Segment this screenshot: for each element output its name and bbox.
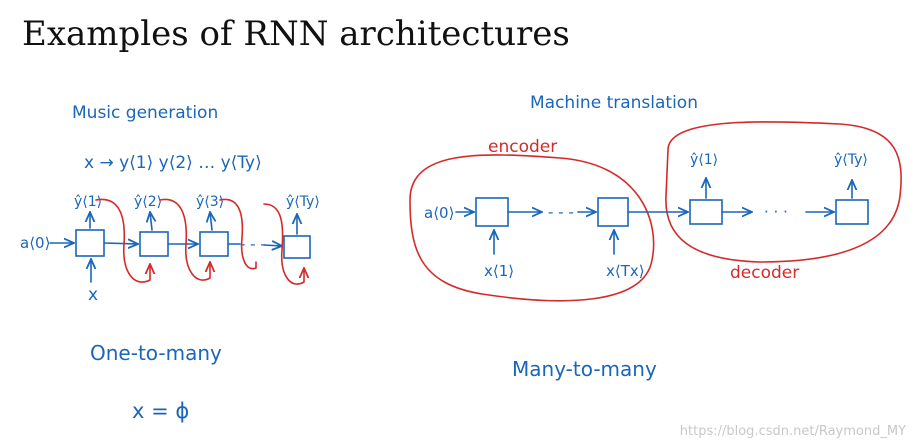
music-mapping-text: x → y⟨1⟩ y⟨2⟩ … y⟨Ty⟩ [84,153,262,173]
output-y2: ŷ⟨2⟩ [134,194,162,210]
watermark: https://blog.csdn.net/Raymond_MY [679,424,906,439]
decoder-output-y1: ŷ⟨1⟩ [690,152,718,168]
machine-translation-heading: Machine translation [530,93,698,113]
one-to-many-caption: One-to-many [90,341,222,365]
rnn-cell [75,229,105,257]
many-to-many-caption: Many-to-many [512,357,657,381]
left-input-x: x [88,285,98,305]
encoder-cell [597,197,629,227]
left-dots: - - - [240,235,266,253]
feedback-arrow [95,198,150,283]
feedback-arrow [263,203,304,285]
output-y1: ŷ⟨1⟩ [74,194,102,210]
output-y3: ŷ⟨3⟩ [196,194,224,210]
decoder-cell [835,199,869,225]
output-arrow [210,212,212,231]
decoder-output-yTy: ŷ⟨Ty⟩ [834,152,868,168]
right-a0-label: a⟨0⟩ [424,204,454,222]
feedback-arrow [159,198,210,281]
rnn-cell [199,231,229,257]
recurrent-arrow [263,245,282,246]
feedback-arrow [219,198,257,270]
left-a0-label: a⟨0⟩ [20,234,50,252]
rnn-cell [283,235,311,259]
input-xTx: x⟨Tx⟩ [606,262,645,280]
recurrent-arrow [103,243,138,244]
encoder-label: encoder [488,137,557,157]
encoder-dots: - - - [548,203,574,221]
decoder-dots: · · · [764,203,788,221]
rnn-cell [139,231,169,257]
slide-title: Examples of RNN architectures [22,14,570,54]
decoder-outline [665,121,902,263]
input-x1: x⟨1⟩ [484,262,514,280]
output-arrow [150,212,152,231]
music-generation-heading: Music generation [72,103,218,123]
decoder-cell [689,199,723,225]
decoder-label: decoder [730,263,799,283]
x-equals-phi-note: x = ϕ [132,399,189,423]
encoder-outline [409,154,655,302]
output-yTy: ŷ⟨Ty⟩ [286,194,320,210]
encoder-cell [475,197,509,227]
